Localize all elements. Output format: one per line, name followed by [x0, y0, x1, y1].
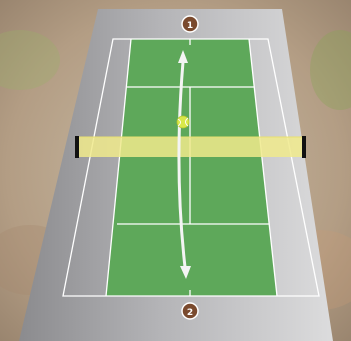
player-marker-2: 2 [182, 303, 198, 319]
marker-1-label: 1 [187, 21, 193, 31]
net [77, 137, 304, 157]
court-surface [106, 39, 277, 296]
tennis-ball-icon [177, 116, 189, 128]
net-post-right [302, 136, 306, 158]
net-post-left [75, 136, 79, 158]
marker-2-label: 2 [187, 308, 193, 318]
player-marker-1: 1 [182, 16, 198, 32]
